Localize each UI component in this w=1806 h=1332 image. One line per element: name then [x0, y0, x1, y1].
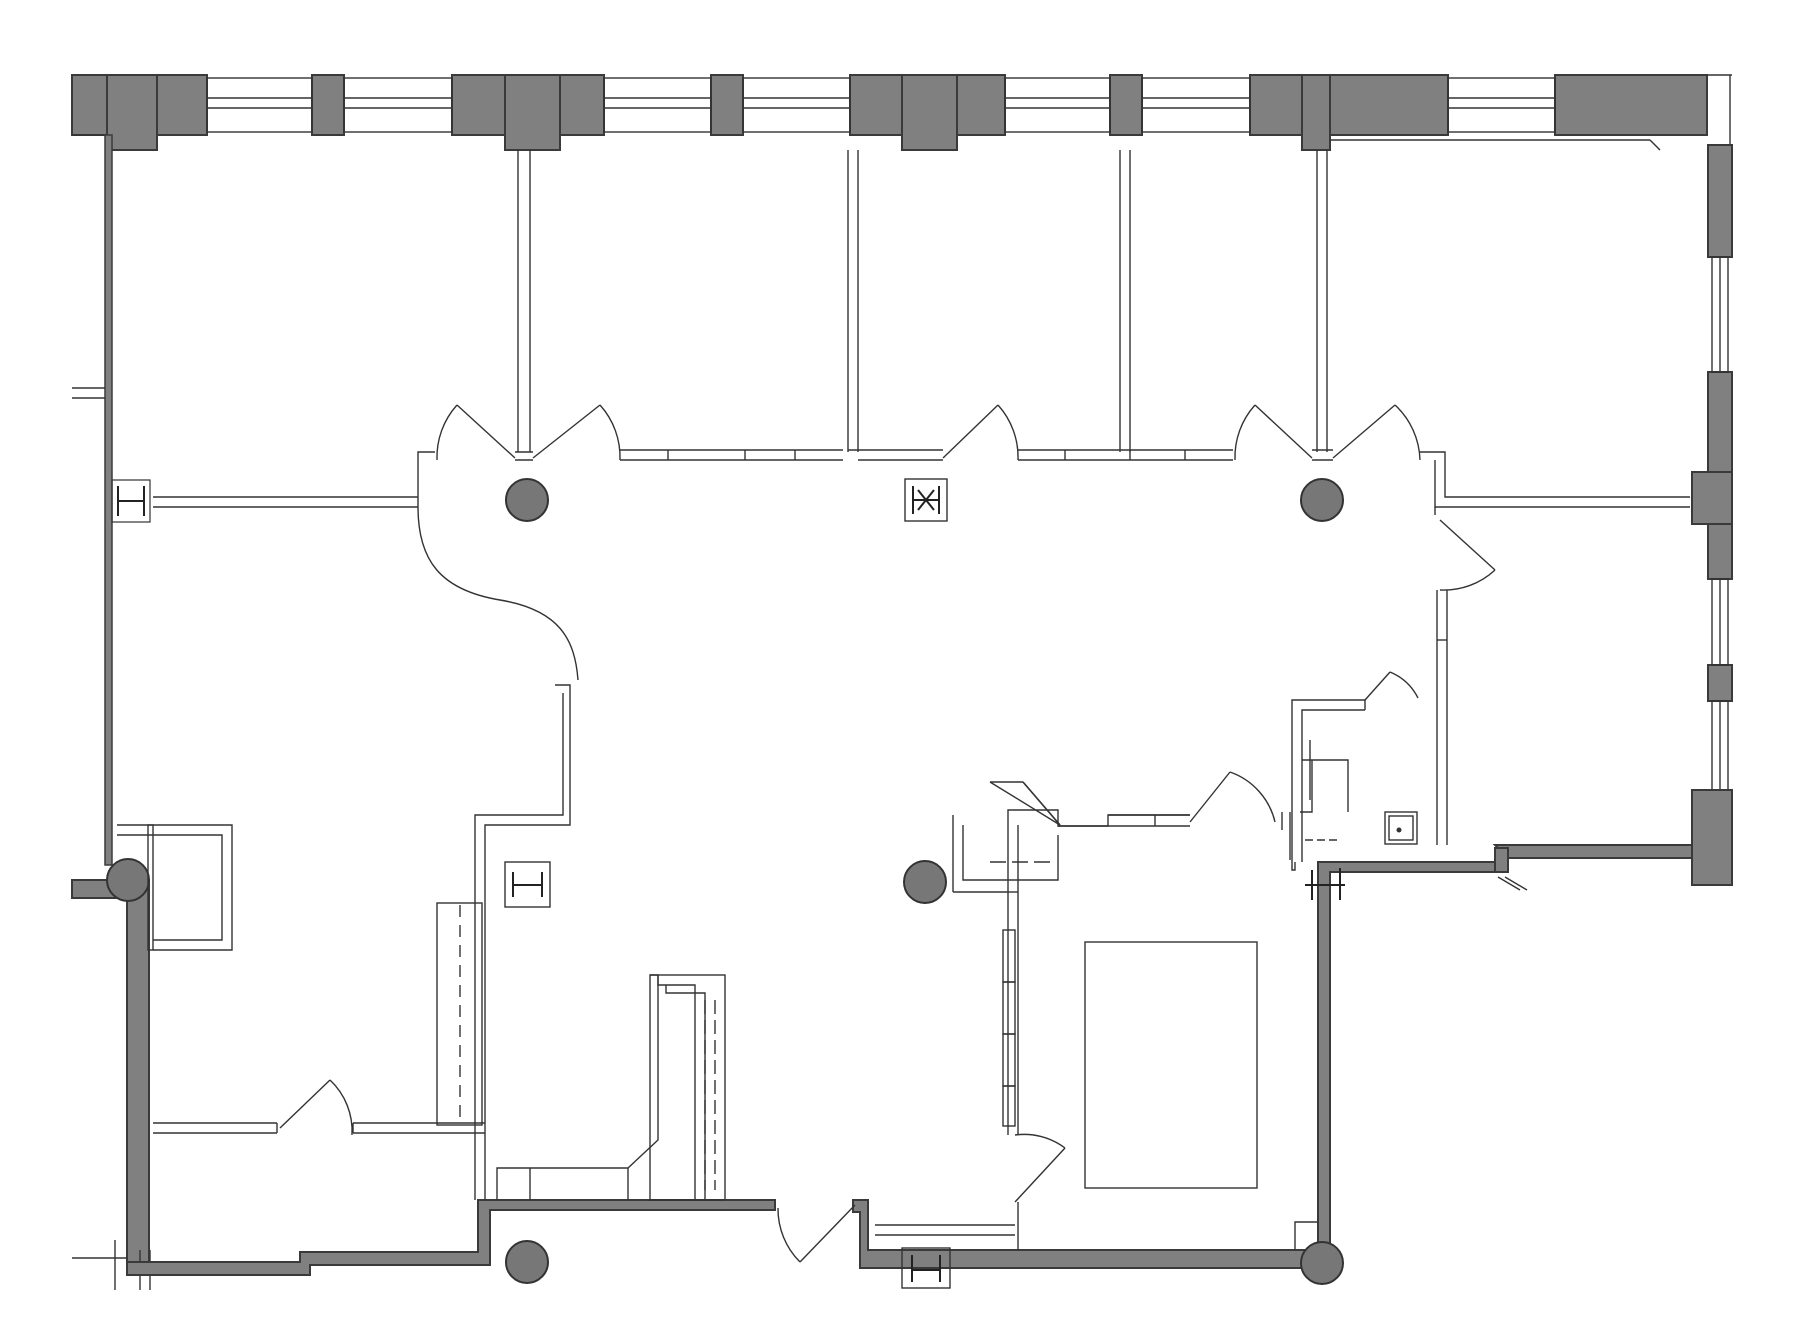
conference-table: [1084, 941, 1258, 1189]
hvac-icon: [111, 479, 151, 523]
hvac-icon: [904, 478, 948, 522]
east-exterior-wall: [1691, 144, 1733, 886]
sink: [1384, 811, 1418, 845]
doors: [436, 404, 1496, 591]
column: [106, 858, 150, 902]
structural-columns: [106, 478, 1344, 1285]
office-partitions: [153, 150, 1690, 845]
column: [1300, 478, 1344, 522]
kitchenette: [1281, 671, 1419, 871]
entry-door: [777, 1204, 856, 1263]
column: [505, 478, 549, 522]
storage-room: [117, 824, 485, 1136]
hvac-icon: [504, 861, 551, 908]
south-exterior-wall: [126, 844, 1701, 1276]
north-exterior-wall: [71, 74, 1732, 151]
conference-room: [875, 771, 1318, 1250]
hvac-symbols: [111, 478, 1345, 1289]
column: [903, 860, 947, 904]
reception-desk: [496, 974, 726, 1201]
column: [505, 1240, 549, 1284]
column: [1300, 1241, 1344, 1285]
west-exterior-wall: [71, 134, 151, 1290]
hvac-icon: [901, 1247, 951, 1289]
curved-wall: [417, 506, 579, 1200]
